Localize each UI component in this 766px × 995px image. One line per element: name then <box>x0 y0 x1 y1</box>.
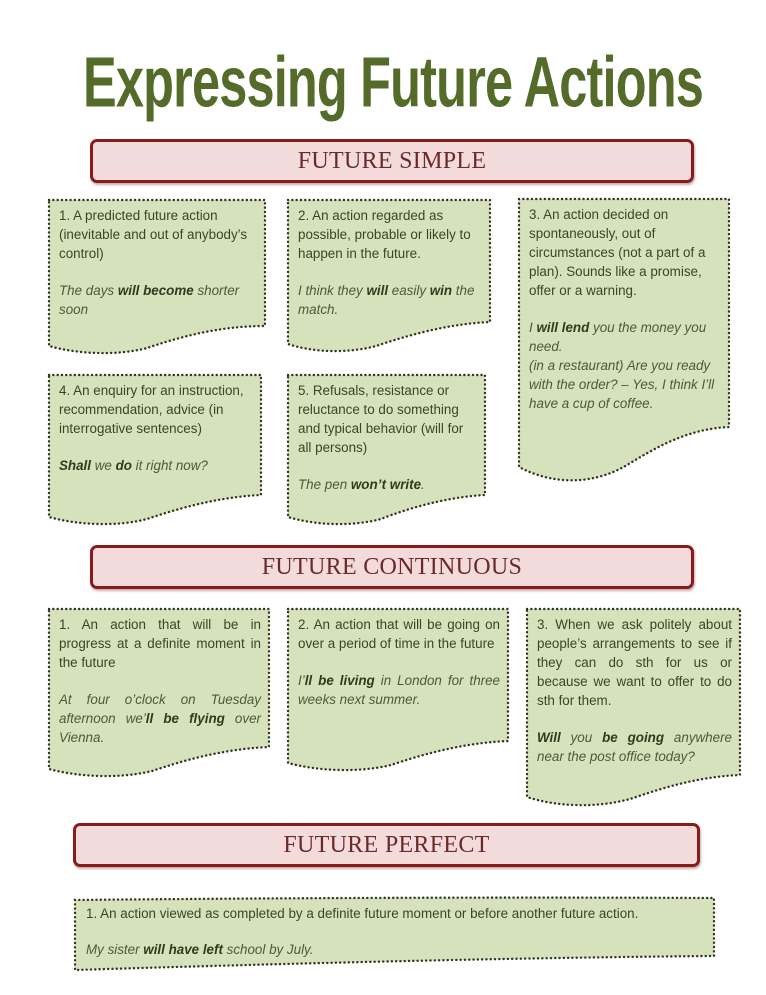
card-description: 1. A predicted future action (inevitable… <box>59 208 248 261</box>
card-description: 1. An action viewed as completed by a de… <box>86 906 639 921</box>
title-wordart: Expressing Future Actions <box>83 44 704 123</box>
section-heading-future-perfect: FUTURE PERFECT <box>73 823 700 867</box>
card-future-simple-3: 3. An action decided on spontaneously, o… <box>517 197 731 487</box>
card-shape <box>286 607 510 772</box>
card-future-continuous-3: 3. When we ask politely about people’s a… <box>525 607 742 812</box>
card-example: I’ll be living in London for three weeks… <box>298 673 500 707</box>
card-example: Shall we do it right now? <box>59 458 208 473</box>
card-shape <box>517 197 731 482</box>
card-shape <box>286 373 487 526</box>
card-example: I will lend you the money you need.(in a… <box>529 320 715 411</box>
card-description: 2. An action regarded as possible, proba… <box>298 208 471 261</box>
card-description: 1. An action that will be in progress at… <box>59 617 261 670</box>
card-shape <box>47 198 267 355</box>
card-description: 4. An enquiry for an instruction, recomm… <box>59 383 244 436</box>
card-description: 3. When we ask politely about people’s a… <box>537 617 732 708</box>
card-future-continuous-2: 2. An action that will be going on over … <box>286 607 510 775</box>
page-title: Expressing Future Actions <box>78 40 708 123</box>
card-future-simple-2: 2. An action regarded as possible, proba… <box>286 198 492 356</box>
card-description: 3. An action decided on spontaneously, o… <box>529 207 706 298</box>
card-example: My sister will have left school by July. <box>86 942 314 957</box>
card-example: The pen won’t write. <box>298 477 425 492</box>
title-text: Expressing Future Actions <box>83 44 703 123</box>
card-shape <box>73 896 716 972</box>
card-example: Will you be going anywhere near the post… <box>537 730 732 764</box>
card-future-simple-4: 4. An enquiry for an instruction, recomm… <box>47 373 263 528</box>
section-heading-future-continuous: FUTURE CONTINUOUS <box>90 545 694 589</box>
card-shape <box>286 198 492 353</box>
card-example: The days will become shorter soon <box>59 283 240 317</box>
card-example-secondary: (in a restaurant) Are you ready with the… <box>529 358 715 411</box>
card-future-perfect-1: 1. An action viewed as completed by a de… <box>73 896 716 974</box>
card-shape <box>47 373 263 526</box>
card-example: At four o’clock on Tuesday afternoon we’… <box>59 692 261 745</box>
card-description: 2. An action that will be going on over … <box>298 617 500 651</box>
card-description: 5. Refusals, resistance or reluctance to… <box>298 383 464 455</box>
card-shape <box>47 607 271 778</box>
card-future-continuous-1: 1. An action that will be in progress at… <box>47 607 271 783</box>
card-shape <box>525 607 742 807</box>
section-heading-future-simple: FUTURE SIMPLE <box>90 139 694 183</box>
card-future-simple-1: 1. A predicted future action (inevitable… <box>47 198 267 358</box>
card-future-simple-5: 5. Refusals, resistance or reluctance to… <box>286 373 487 528</box>
card-example: I think they will easily win the match. <box>298 283 475 317</box>
